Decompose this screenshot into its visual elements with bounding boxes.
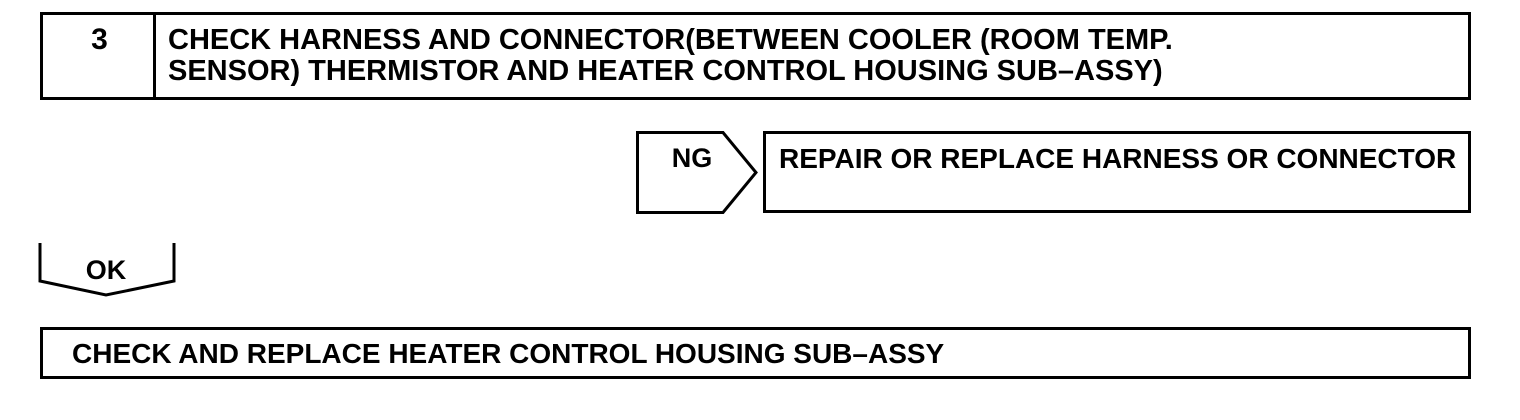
step-number: 3 xyxy=(91,23,108,56)
ok-label: OK xyxy=(85,255,127,285)
final-action-box: CHECK AND REPLACE HEATER CONTROL HOUSING… xyxy=(40,327,1471,379)
ng-result-text: REPAIR OR REPLACE HARNESS OR CONNECTOR xyxy=(779,143,1457,174)
ng-arrow-shape xyxy=(636,131,758,214)
final-action-text: CHECK AND REPLACE HEATER CONTROL HOUSING… xyxy=(72,338,945,369)
step-number-cell: 3 xyxy=(43,15,156,97)
ok-tag-shape xyxy=(38,243,176,297)
ng-label: NG xyxy=(671,143,713,173)
step-box: 3 CHECK HARNESS AND CONNECTOR(BETWEEN CO… xyxy=(40,12,1471,100)
ng-result-box: REPAIR OR REPLACE HARNESS OR CONNECTOR xyxy=(763,131,1471,213)
step-title: CHECK HARNESS AND CONNECTOR(BETWEEN COOL… xyxy=(168,24,1173,87)
